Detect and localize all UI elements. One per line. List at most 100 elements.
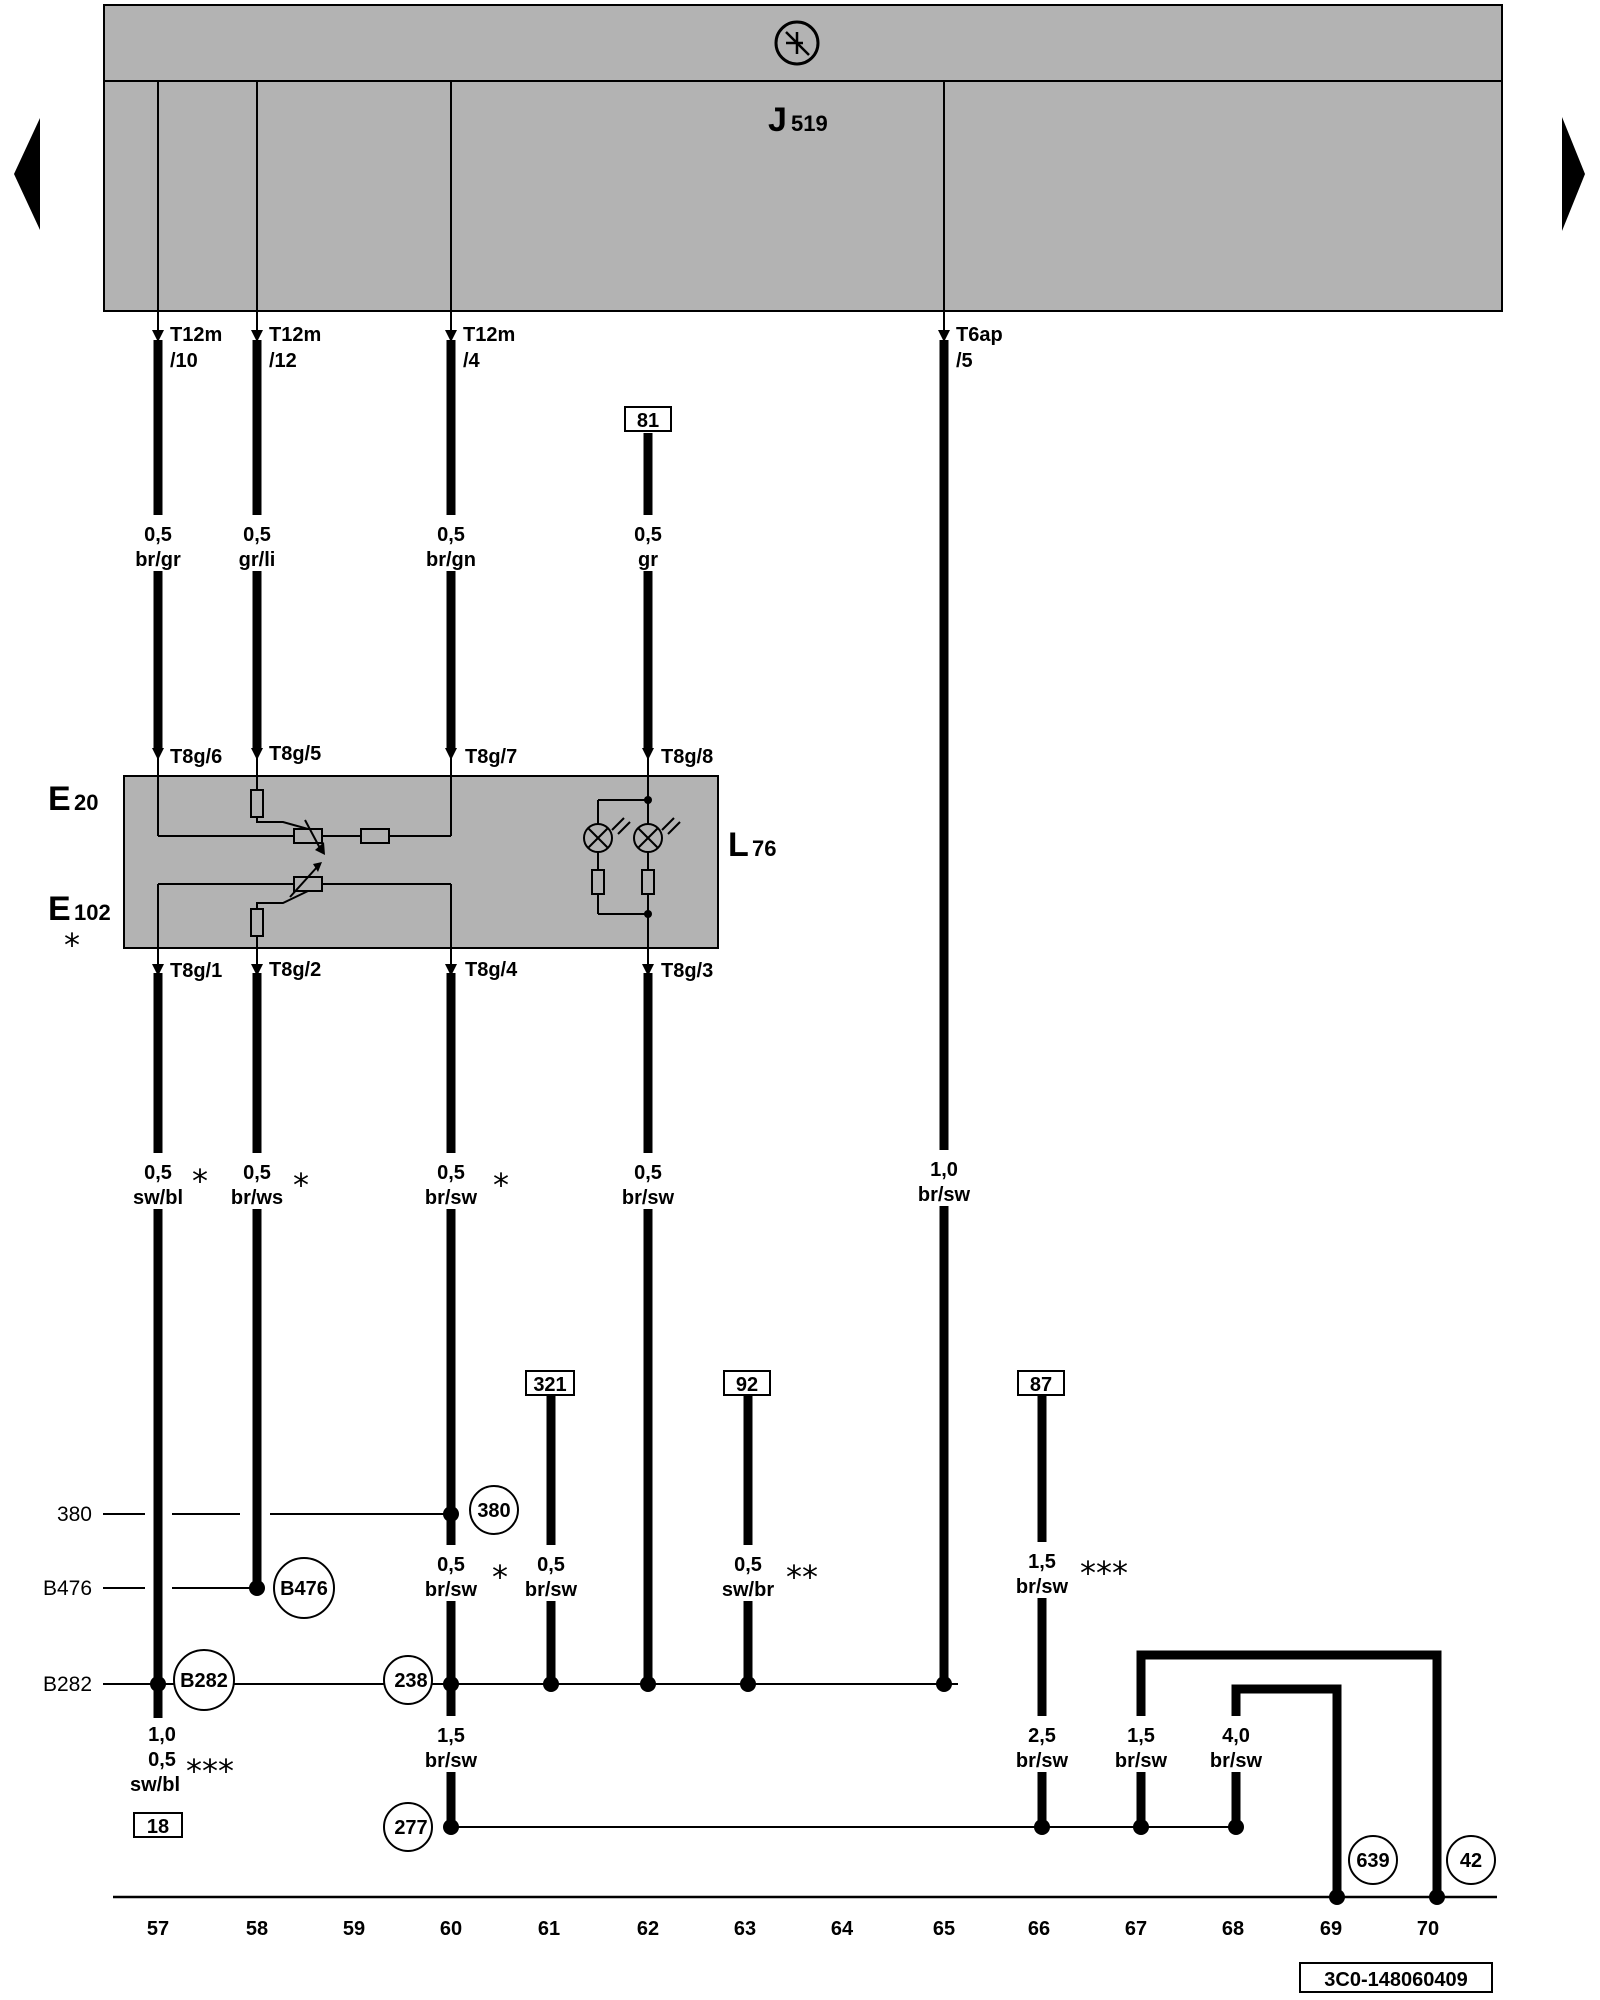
svg-text:67: 67 bbox=[1125, 1918, 1147, 1940]
wire-size-label: 1,0 bbox=[148, 1724, 176, 1746]
svg-text:L: L bbox=[728, 826, 749, 864]
wire-color-label: br/sw bbox=[1016, 1576, 1069, 1598]
wire-size-label: 0,5 bbox=[537, 1554, 565, 1576]
svg-text:68: 68 bbox=[1222, 1918, 1244, 1940]
wire-color-label: br/sw bbox=[918, 1184, 971, 1206]
pin-label: T8g/1 bbox=[170, 960, 222, 982]
boxed-ref: 321 bbox=[533, 1374, 566, 1396]
component-e102-label: E 102 * bbox=[48, 890, 111, 964]
circled-ref: 380 bbox=[477, 1500, 510, 1522]
wires bbox=[153, 340, 1442, 1899]
svg-text:70: 70 bbox=[1417, 1918, 1439, 1940]
svg-text:66: 66 bbox=[1028, 1918, 1050, 1940]
control-unit-label: J bbox=[768, 101, 787, 139]
wire-size-label: 0,5 bbox=[148, 1749, 176, 1771]
wire-star: * bbox=[293, 1166, 309, 1204]
junction-dots bbox=[150, 1506, 1445, 1905]
potentiometer-icon bbox=[157, 776, 452, 855]
circled-ref: 238 bbox=[394, 1670, 427, 1692]
document-code: 3C0-148060409 bbox=[1299, 1962, 1493, 1993]
pin-label: T8g/5 bbox=[269, 743, 321, 765]
prev-page-arrow-icon[interactable] bbox=[14, 118, 40, 230]
svg-text:62: 62 bbox=[637, 1918, 659, 1940]
wire-size-label: 0,5 bbox=[243, 524, 271, 546]
wire-star: * bbox=[492, 1558, 508, 1596]
wire-size-label: 4,0 bbox=[1222, 1725, 1250, 1747]
pin-label: /12 bbox=[269, 350, 297, 372]
wire-size-label: 1,5 bbox=[1127, 1725, 1155, 1747]
wire-color-label: br/ws bbox=[231, 1187, 283, 1209]
switch-block bbox=[123, 748, 719, 973]
pin-label: T12m bbox=[269, 324, 321, 346]
boxed-ref: 87 bbox=[1030, 1374, 1052, 1396]
pin-arrows bbox=[152, 330, 950, 976]
pin-label: T8g/2 bbox=[269, 959, 321, 981]
left-ref: 380 bbox=[57, 1503, 92, 1526]
svg-text:64: 64 bbox=[831, 1918, 854, 1940]
wire-size-label: 1,5 bbox=[1028, 1551, 1056, 1573]
wire-color-label: sw/bl bbox=[133, 1187, 183, 1209]
pin-label: T8g/8 bbox=[661, 746, 713, 768]
wire-size-label: 0,5 bbox=[437, 524, 465, 546]
wire-size-label: 0,5 bbox=[634, 524, 662, 546]
wire-size-label: 0,5 bbox=[144, 524, 172, 546]
wire-size-label: 0,5 bbox=[734, 1554, 762, 1576]
control-unit-j519: J 519 bbox=[103, 4, 1503, 312]
circled-ref: 42 bbox=[1460, 1850, 1482, 1872]
wire-color-label: br/gr bbox=[135, 549, 181, 571]
wire-color-label: gr/li bbox=[239, 549, 276, 571]
boxed-ref: 18 bbox=[147, 1816, 169, 1838]
left-ref: B476 bbox=[43, 1577, 92, 1600]
wire-size-label: 0,5 bbox=[144, 1162, 172, 1184]
wire-color-label: br/sw bbox=[425, 1579, 478, 1601]
next-page-arrow-icon[interactable] bbox=[1562, 117, 1585, 231]
control-unit-sub: 519 bbox=[791, 111, 828, 136]
wire-color-label: gr bbox=[638, 549, 658, 571]
wire-color-label: br/sw bbox=[525, 1579, 578, 1601]
circled-ref: B282 bbox=[180, 1670, 228, 1692]
pin-label: T8g/6 bbox=[170, 746, 222, 768]
pin-label: /4 bbox=[463, 350, 481, 372]
wire-color-label: sw/br bbox=[722, 1579, 774, 1601]
svg-text:58: 58 bbox=[246, 1918, 268, 1940]
wire-size-label: 2,5 bbox=[1028, 1725, 1056, 1747]
pin-label: /5 bbox=[956, 350, 973, 372]
track-numbers: 57 58 59 60 61 62 63 64 65 66 67 68 69 7… bbox=[147, 1918, 1439, 1940]
wire-color-label: br/gn bbox=[426, 549, 476, 571]
wire-color-label: sw/bl bbox=[130, 1774, 180, 1796]
rheostat-icon bbox=[157, 862, 452, 948]
wire-size-label: 1,0 bbox=[930, 1159, 958, 1181]
svg-text:69: 69 bbox=[1320, 1918, 1342, 1940]
wire-color-label: br/sw bbox=[1115, 1750, 1168, 1772]
svg-text:*: * bbox=[64, 926, 80, 964]
component-e20-label: E 20 bbox=[48, 780, 98, 818]
wire-color-label: br/sw bbox=[425, 1750, 478, 1772]
wire-star: ** bbox=[786, 1558, 818, 1596]
bulbs-icon bbox=[583, 776, 681, 948]
wire-size-label: 0,5 bbox=[437, 1162, 465, 1184]
svg-text:59: 59 bbox=[343, 1918, 365, 1940]
pin-label: T12m bbox=[170, 324, 222, 346]
wire-color-label: br/sw bbox=[1016, 1750, 1069, 1772]
pin-label: T12m bbox=[463, 324, 515, 346]
circled-ref: 639 bbox=[1356, 1850, 1389, 1872]
svg-text:61: 61 bbox=[538, 1918, 560, 1940]
wire-size-label: 0,5 bbox=[243, 1162, 271, 1184]
wire-star: *** bbox=[186, 1752, 234, 1790]
svg-text:63: 63 bbox=[734, 1918, 756, 1940]
component-l76-label: L 76 bbox=[728, 826, 776, 864]
wire-size-label: 0,5 bbox=[634, 1162, 662, 1184]
wire-star: * bbox=[192, 1162, 208, 1200]
pin-label: T8g/7 bbox=[465, 746, 517, 768]
svg-text:57: 57 bbox=[147, 1918, 169, 1940]
ground-symbol-icon bbox=[774, 20, 820, 66]
wire-color-label: br/sw bbox=[1210, 1750, 1263, 1772]
svg-text:65: 65 bbox=[933, 1918, 955, 1940]
pin-label: T8g/4 bbox=[465, 959, 518, 981]
svg-text:3C0-148060409: 3C0-148060409 bbox=[1324, 1969, 1467, 1991]
wire-color-label: br/sw bbox=[425, 1187, 478, 1209]
svg-text:60: 60 bbox=[440, 1918, 462, 1940]
boxed-ref: 92 bbox=[736, 1374, 758, 1396]
wire-size-label: 1,5 bbox=[437, 1725, 465, 1747]
boxed-ref: 81 bbox=[637, 410, 659, 432]
